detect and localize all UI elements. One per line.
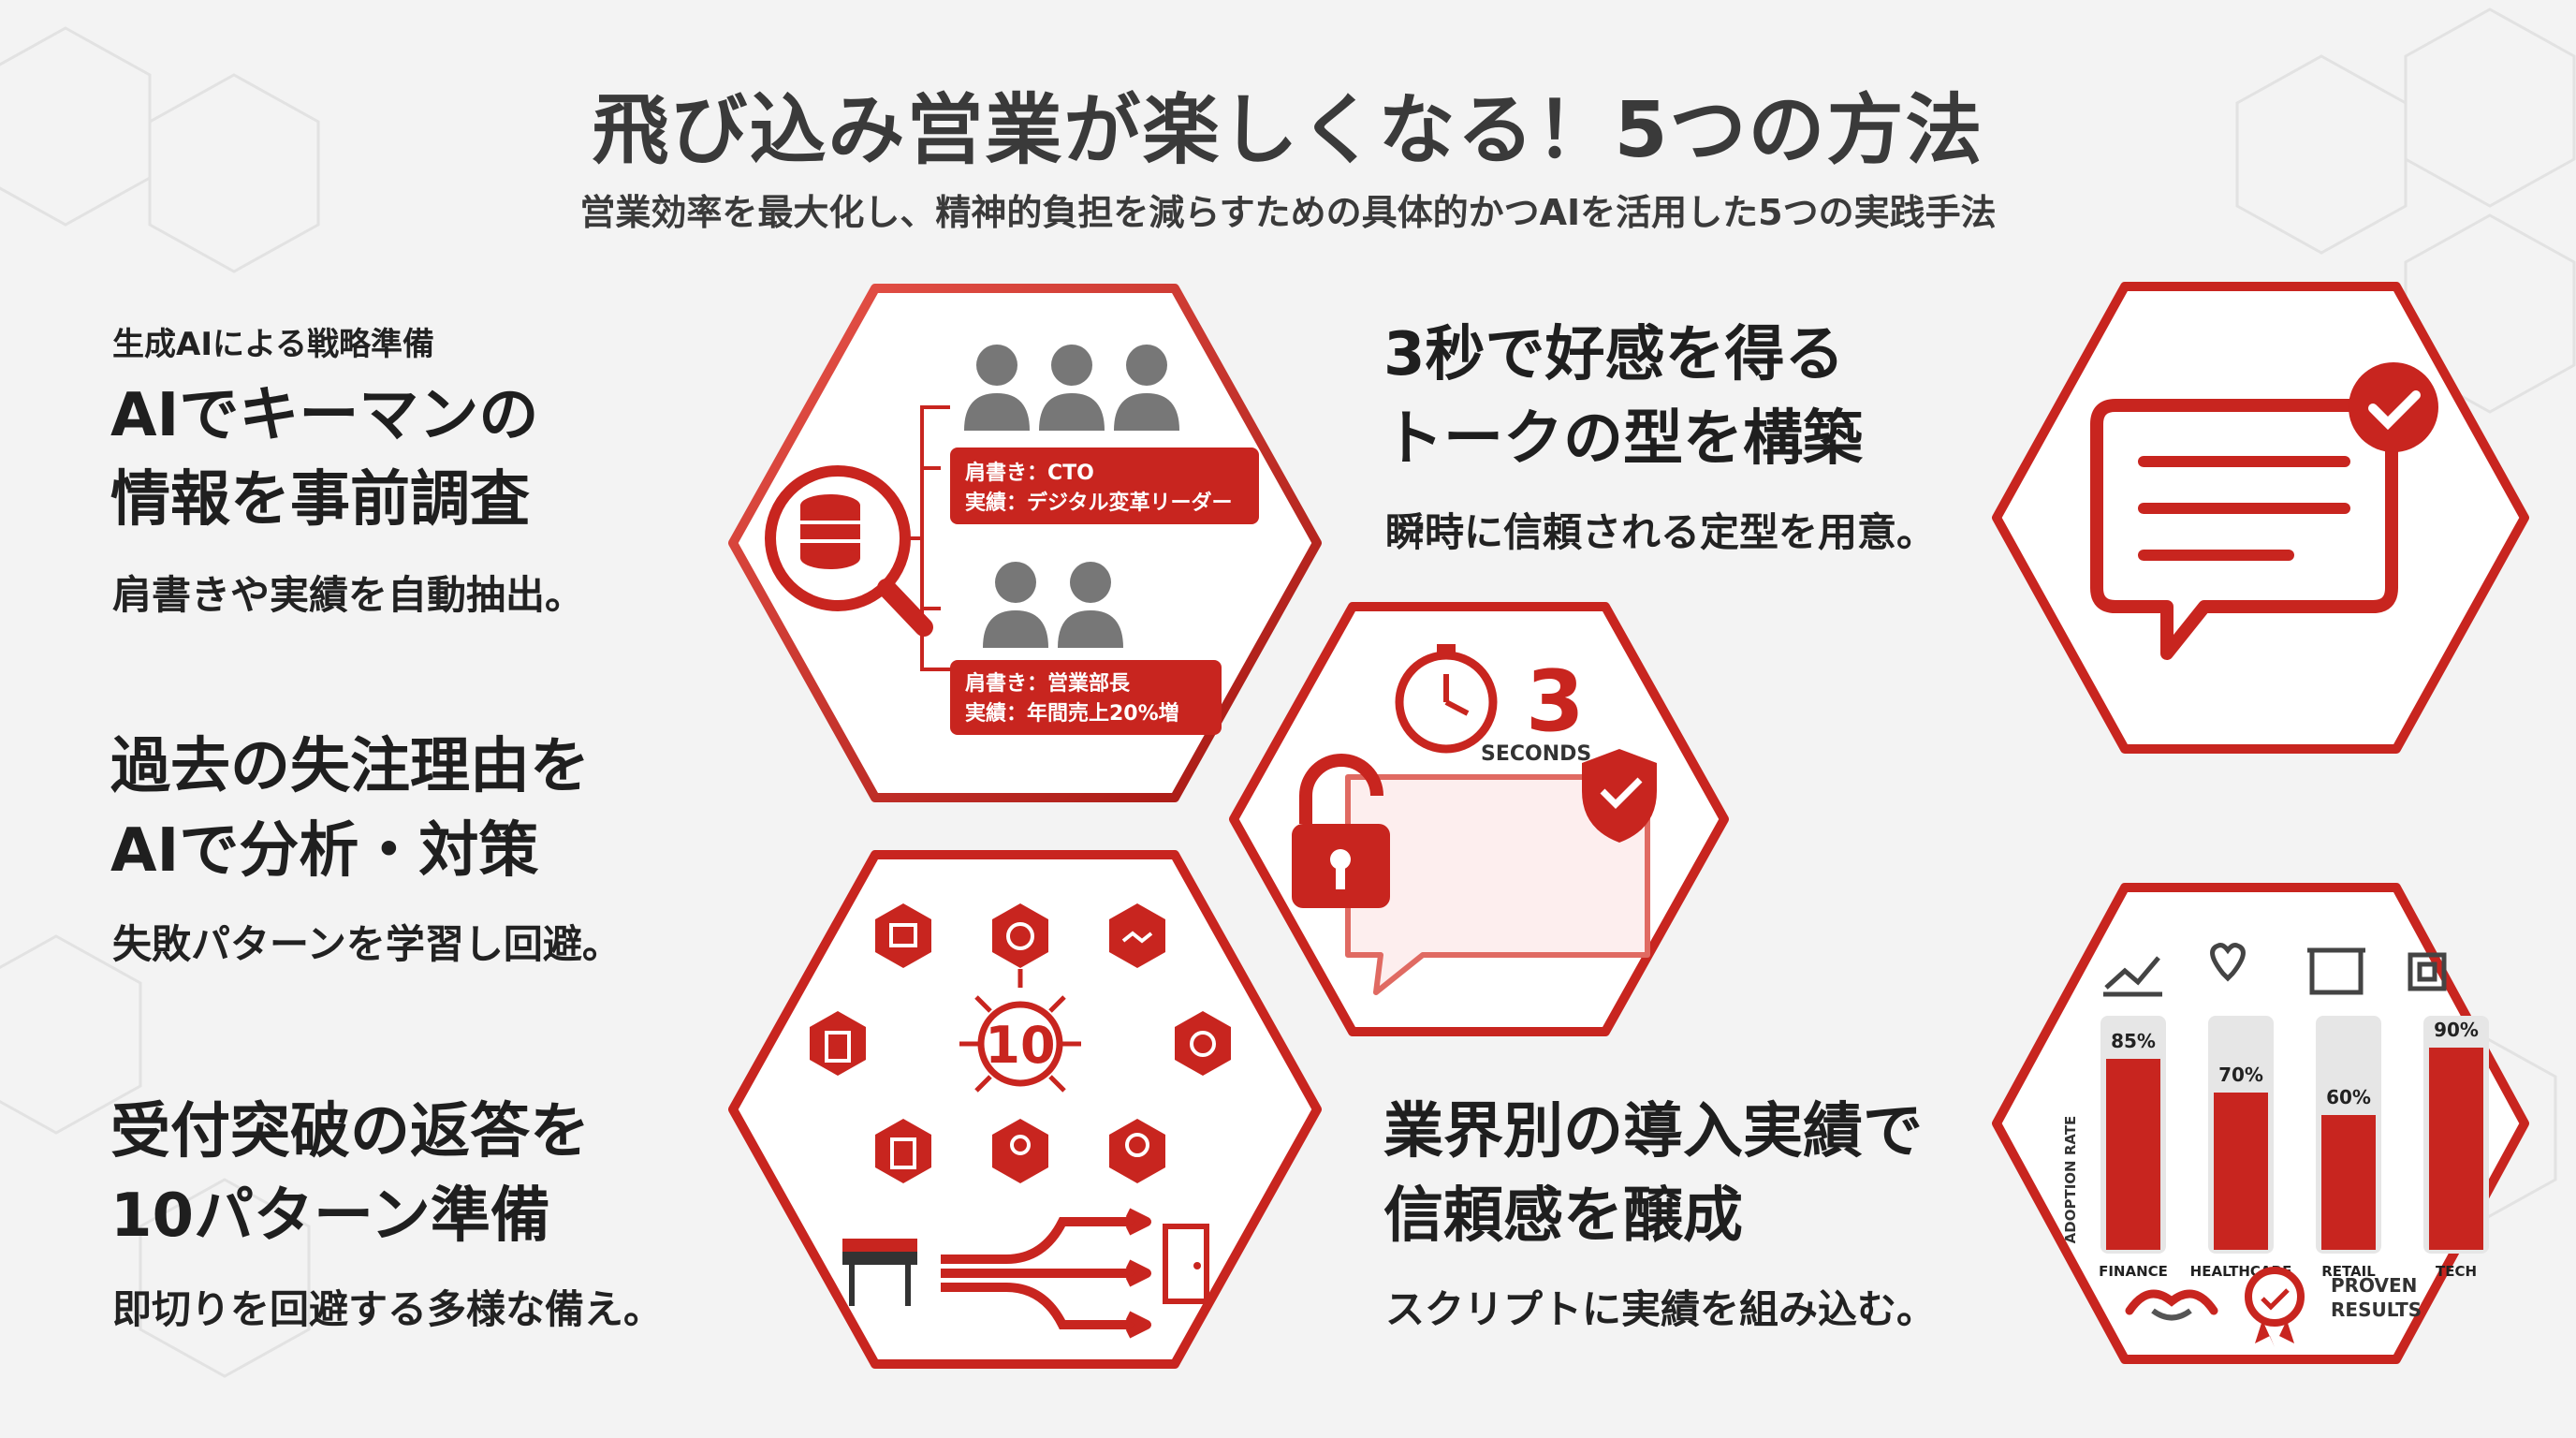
bar-value-finance: 85%	[2111, 1030, 2156, 1052]
ten-patterns-card: 10	[728, 850, 1322, 1369]
bar-retail	[2321, 1115, 2376, 1250]
seconds-number: 3	[1526, 653, 1585, 751]
proven-label: PROVEN	[2331, 1274, 2417, 1297]
bar-value-retail: 60%	[2326, 1086, 2371, 1108]
manager-people-icon	[983, 562, 1123, 648]
profile-card-1: 肩書き：CTO 実績：デジタル変革リーダー	[950, 448, 1259, 524]
shield-check-icon	[1582, 749, 1657, 843]
bar-healthcare	[2214, 1093, 2268, 1250]
person-icon	[992, 1119, 1048, 1183]
executive-people-icon	[964, 345, 1179, 431]
method-1-heading-line1: AIでキーマンの	[110, 381, 539, 450]
svg-text:実績：年間売上20%増: 実績：年間売上20%増	[965, 701, 1179, 726]
page-subtitle: 営業効率を最大化し、精神的負担を減らすための具体的かつAIを活用した5つの実践手…	[579, 192, 1997, 233]
document-icon	[875, 1119, 931, 1183]
bar-label-retail: RETAIL	[2321, 1263, 2376, 1280]
bar-label-tech: TECH	[2436, 1263, 2477, 1280]
bar-value-tech: 90%	[2434, 1019, 2479, 1041]
database-search-icon	[765, 465, 933, 637]
method-3-description: 即切りを回避する多様な備え。	[112, 1286, 664, 1332]
method-4-heading-line1: 3秒で好感を得る	[1383, 320, 1845, 389]
seconds-label: SECONDS	[1481, 742, 1591, 766]
store-icon	[2307, 947, 2365, 995]
method-5-heading-line2: 信頼感を醸成	[1383, 1181, 1743, 1251]
bar-value-healthcare: 70%	[2218, 1064, 2263, 1086]
method-1-description: 肩書きや実績を自動抽出。	[112, 572, 585, 618]
question-icon	[992, 903, 1048, 968]
pattern-count: 10	[985, 1016, 1055, 1075]
barrier-icon	[842, 1239, 917, 1306]
industry-results-card: ADOPTION RATE 85%FINANCE70%HEALTHCARE60%…	[1992, 883, 2529, 1364]
svg-text:肩書き：CTO: 肩書き：CTO	[965, 461, 1094, 485]
talk-script-card	[1992, 282, 2529, 754]
money-hand-icon	[1175, 1011, 1231, 1076]
calendar-icon	[875, 903, 931, 968]
research-card: 肩書き：CTO 実績：デジタル変革リーダー 肩書き：営業部長 実績：年間売上20…	[728, 284, 1322, 802]
burst-lines	[959, 969, 1081, 1093]
lightbulb-icon	[1109, 1119, 1165, 1183]
handshake-icon	[2125, 1289, 2218, 1321]
method-1-caption: 生成AIによる戦略準備	[112, 326, 434, 363]
method-5-description: スクリプトに実績を組み込む。	[1385, 1286, 1937, 1332]
bar-label-finance: FINANCE	[2099, 1263, 2168, 1280]
profile-card-2: 肩書き：営業部長 実績：年間売上20%増	[950, 660, 1222, 735]
page-title: 飛び込み営業が楽しくなる！5つの方法	[592, 86, 1984, 175]
clipboard-icon	[810, 1011, 866, 1076]
check-circle-icon	[2349, 362, 2438, 452]
bar-finance	[2106, 1059, 2160, 1250]
stopwatch-icon	[1395, 644, 1498, 754]
axis-label: ADOPTION RATE	[2062, 1116, 2079, 1244]
method-2-heading-line2: AIで分析・対策	[110, 816, 539, 886]
padlock-icon	[1292, 754, 1390, 908]
bar-tech	[2429, 1048, 2483, 1250]
method-4-description: 瞬時に信頼される定型を用意。	[1385, 509, 1937, 555]
method-5-heading-line1: 業界別の導入実績で	[1383, 1097, 1923, 1167]
door-icon	[1163, 1224, 1209, 1304]
chart-growth-icon	[2103, 956, 2162, 997]
heart-pulse-icon	[2210, 943, 2246, 982]
method-2-description: 失敗パターンを学習し回避。	[112, 921, 622, 967]
chip-icon	[2408, 952, 2447, 991]
method-2-heading-line1: 過去の失注理由を	[110, 732, 590, 801]
three-seconds-card: 3 SECONDS	[1229, 602, 1729, 1036]
svg-text:実績：デジタル変革リーダー: 実績：デジタル変革リーダー	[965, 491, 1233, 515]
branch-arrows-icon	[941, 1208, 1151, 1339]
results-label: RESULTS	[2331, 1299, 2422, 1321]
method-4-heading-line2: トークの型を構築	[1383, 404, 1863, 474]
svg-text:肩書き：営業部長: 肩書き：営業部長	[965, 671, 1131, 696]
award-badge-icon	[2245, 1267, 2305, 1347]
method-3-heading-line2: 10パターン準備	[110, 1181, 550, 1251]
method-3-heading-line1: 受付突破の返答を	[110, 1097, 590, 1167]
method-1-heading-line2: 情報を事前調査	[110, 465, 530, 535]
